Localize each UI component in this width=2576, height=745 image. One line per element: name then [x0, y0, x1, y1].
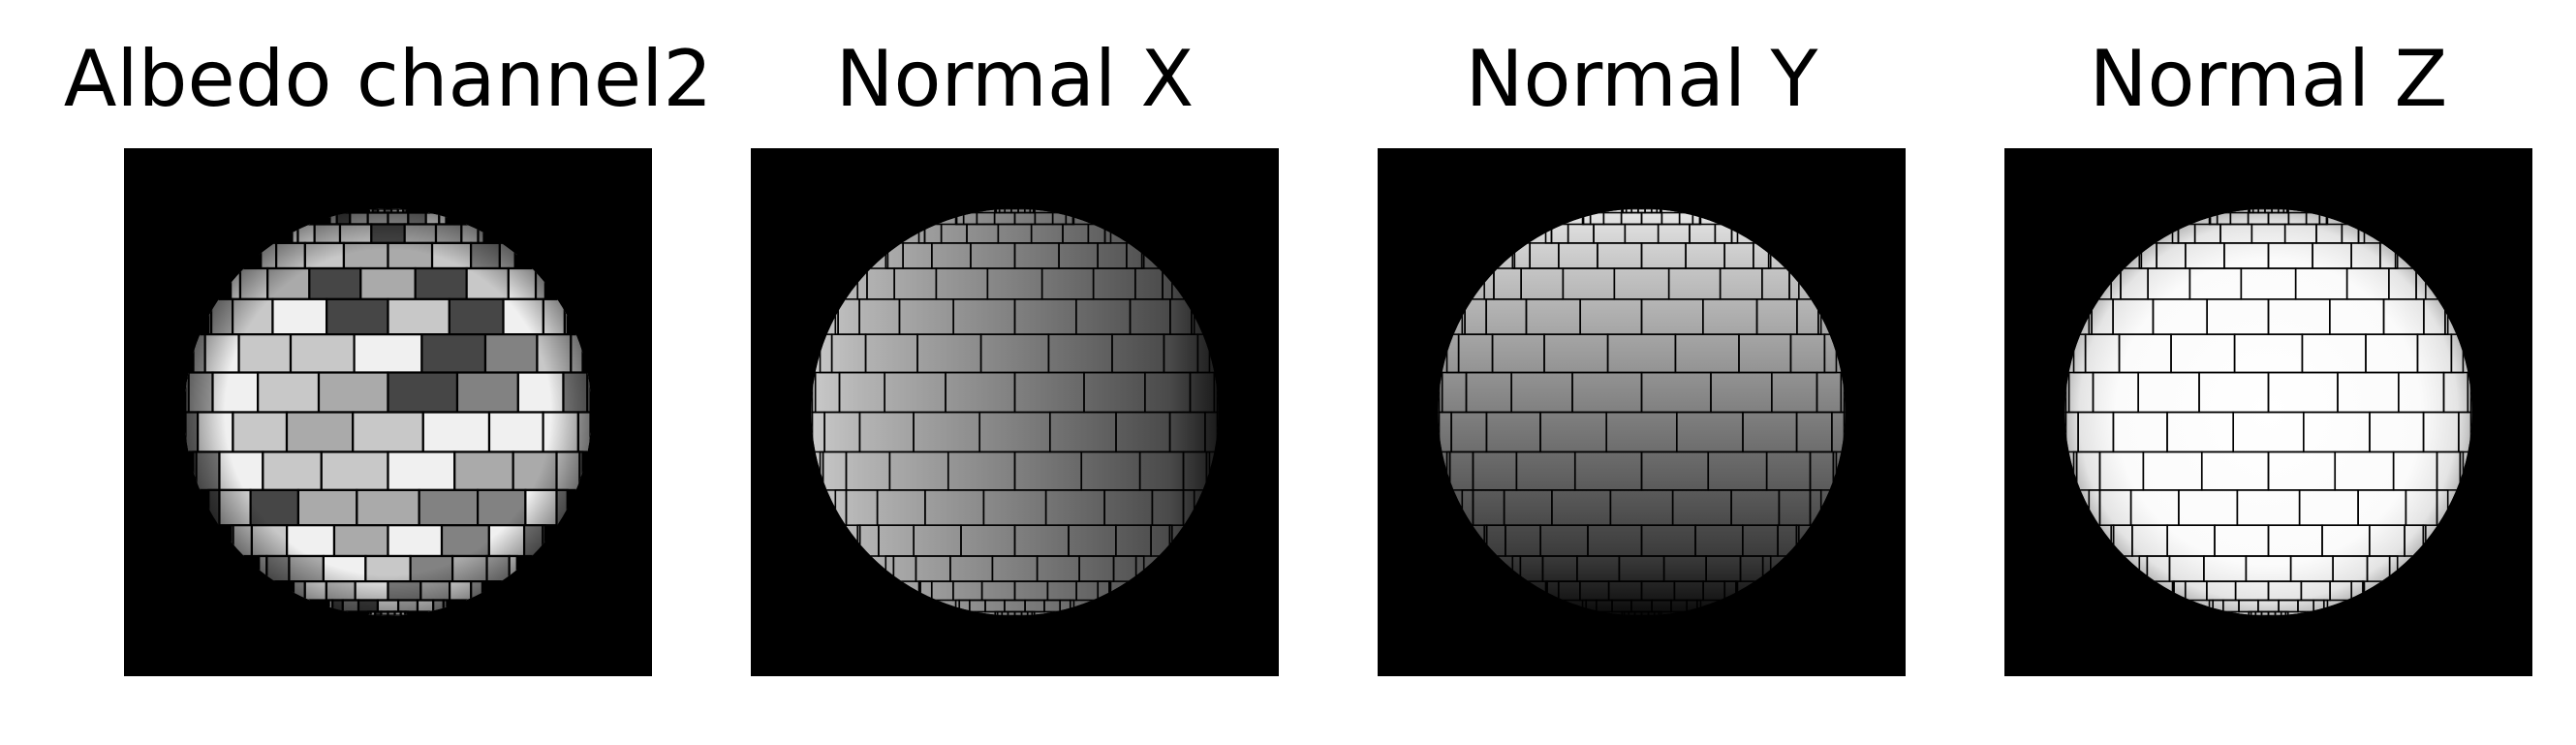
brick-sphere-albedo-image — [124, 148, 652, 676]
brick — [1071, 211, 1075, 226]
brick-sphere-normal-x — [811, 208, 1219, 616]
brick-sphere-albedo — [184, 208, 592, 616]
brick-pattern — [2064, 208, 2472, 616]
panel-title: Normal Y — [1465, 34, 1818, 124]
panel-normal-y: Normal Y — [1378, 0, 1906, 745]
brick — [2325, 211, 2329, 226]
brick-sphere-normal-z-image — [2004, 148, 2532, 676]
brick-sphere-normal-z — [2064, 208, 2472, 616]
panel-normal-z: Normal Z — [2004, 0, 2532, 745]
brick — [1831, 411, 1846, 453]
brick — [1108, 580, 1112, 602]
panel-albedo-channel2: Albedo channel2 — [64, 0, 712, 745]
brick — [2362, 580, 2366, 602]
brick-pattern — [1438, 208, 1846, 616]
brick-sphere-normal-x-image — [751, 148, 1279, 676]
brick-sphere-normal-y-image — [1378, 148, 1906, 676]
panel-title: Normal Z — [2089, 34, 2448, 124]
panel-title: Normal X — [835, 34, 1195, 124]
brick-pattern — [811, 208, 1219, 616]
sphere-shade — [184, 208, 592, 616]
panel-normal-x: Normal X — [751, 0, 1279, 745]
brick-pattern — [184, 208, 592, 616]
brick — [1735, 580, 1739, 602]
panel-title: Albedo channel2 — [63, 34, 713, 124]
brick-sphere-normal-y — [1438, 208, 1846, 616]
brick — [1698, 211, 1702, 226]
brick — [1204, 411, 1219, 453]
brick — [2458, 411, 2472, 453]
